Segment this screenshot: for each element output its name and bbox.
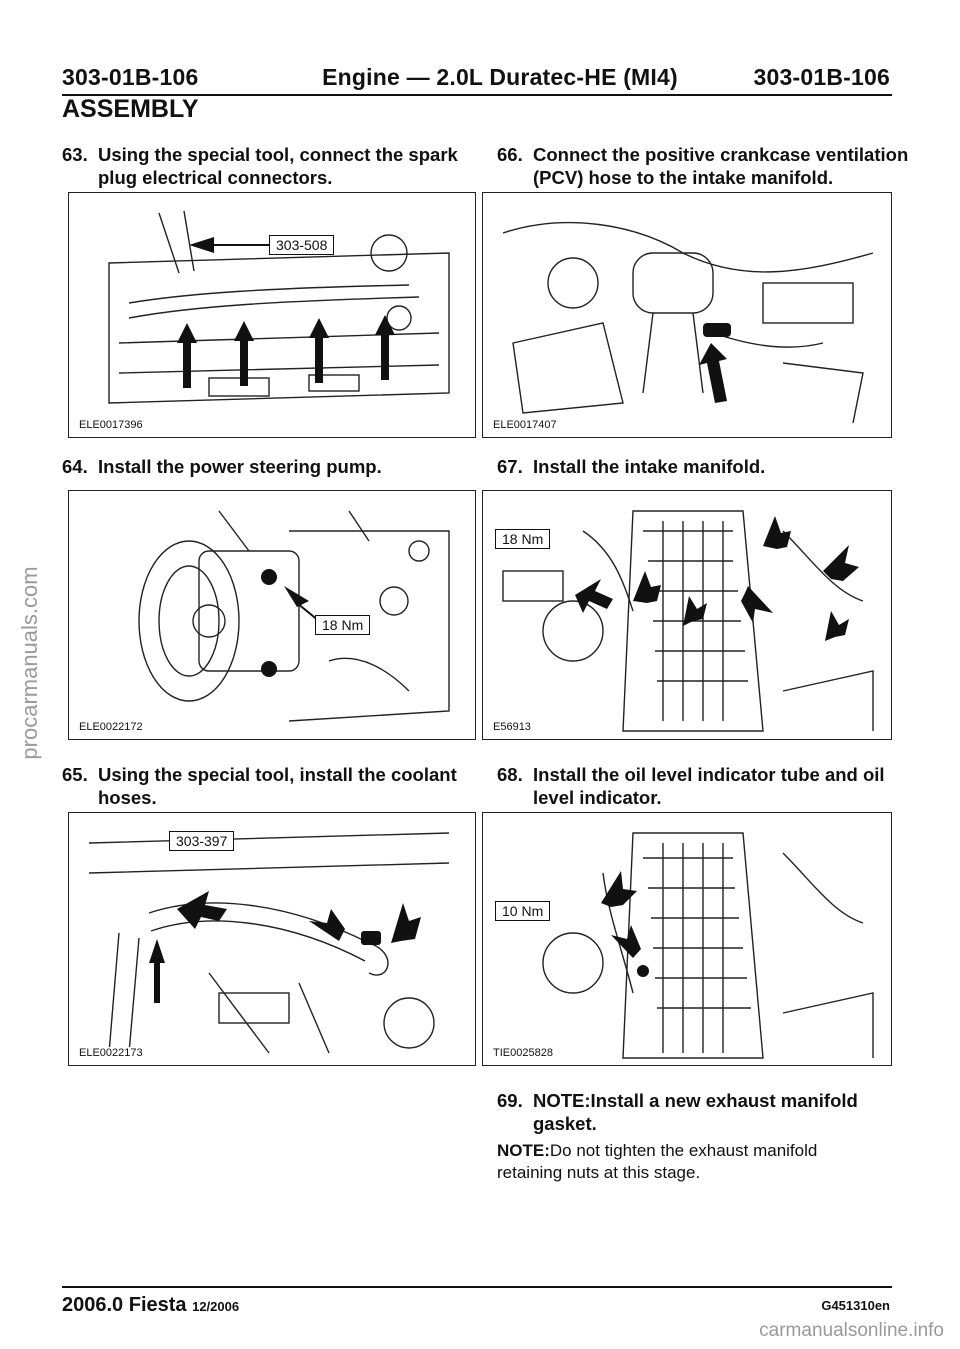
header-rule <box>62 94 892 96</box>
step-line: plug electrical connectors. <box>98 167 333 188</box>
tool-callout: 303-508 <box>269 235 335 255</box>
footer-date: 12/2006 <box>192 1299 240 1314</box>
step-number: 65. <box>62 764 88 785</box>
side-watermark: procarmanuals.com <box>17 566 42 760</box>
figure-id: ELE0017407 <box>491 419 559 431</box>
footer-rule <box>62 1286 892 1288</box>
engine-illustration <box>502 510 874 732</box>
figure-id: ELE0017396 <box>77 419 145 431</box>
engine-illustration <box>88 832 450 1054</box>
step-67-text: 67. Install the intake manifold. <box>497 455 917 478</box>
step-number: 64. <box>62 456 88 477</box>
footer-model-name: 2006.0 Fiesta <box>62 1294 187 1316</box>
step-line: NOTE:Install a new exhaust manifold <box>533 1090 858 1111</box>
section-title: ASSEMBLY <box>62 95 199 123</box>
step-line: (PCV) hose to the intake manifold. <box>533 167 834 188</box>
header-page-number-left: 303-01B-106 <box>62 64 199 90</box>
note-text: retaining nuts at this stage. <box>497 1163 701 1182</box>
bottom-watermark: carmanualsonline.info <box>759 1320 944 1341</box>
step-line: Install the power steering pump. <box>98 456 382 477</box>
engine-illustration <box>108 210 450 404</box>
step-line: Using the special tool, install the cool… <box>98 764 457 785</box>
figure-id: E56913 <box>491 721 533 733</box>
engine-illustration <box>542 832 874 1059</box>
note-block: NOTE:Do not tighten the exhaust manifold… <box>497 1140 917 1184</box>
footer-code: G451310en <box>821 1298 890 1313</box>
footer-model: 2006.0 Fiesta 12/2006 <box>62 1294 239 1317</box>
figure-id: ELE0022172 <box>77 721 145 733</box>
step-line: level indicator. <box>533 787 662 808</box>
engine-illustration <box>502 221 874 424</box>
figure-coolant-hoses: 303-397 ELE0022173 <box>68 812 476 1066</box>
engine-illustration <box>138 510 450 722</box>
torque-callout: 10 Nm <box>495 901 551 921</box>
step-65-text: 65. Using the special tool, install the c… <box>62 763 482 809</box>
step-line: Install the intake manifold. <box>533 456 766 477</box>
header-page-number-right: 303-01B-106 <box>753 64 890 90</box>
tool-callout: 303-397 <box>169 831 235 851</box>
step-68-text: 68. Install the oil level indicator tube … <box>497 763 917 809</box>
step-number: 66. <box>497 144 523 165</box>
figure-intake-manifold: 18 Nm E56913 <box>482 490 892 740</box>
figure-id: ELE0022173 <box>77 1047 145 1059</box>
step-line: gasket. <box>533 1113 597 1134</box>
note-label: NOTE: <box>497 1141 550 1160</box>
step-69-text: 69. NOTE:Install a new exhaust manifold g… <box>497 1089 917 1135</box>
step-line: Install the oil level indicator tube and… <box>533 764 885 785</box>
step-line: Using the special tool, connect the spar… <box>98 144 458 165</box>
figure-power-steering-pump: 18 Nm ELE0022172 <box>68 490 476 740</box>
step-66-text: 66. Connect the positive crankcase ventil… <box>497 143 917 189</box>
step-line: hoses. <box>98 787 157 808</box>
figure-oil-level-indicator: 10 Nm TIE0025828 <box>482 812 892 1066</box>
step-number: 68. <box>497 764 523 785</box>
header-title: Engine — 2.0L Duratec-HE (MI4) <box>322 64 678 90</box>
step-64-text: 64. Install the power steering pump. <box>62 455 472 478</box>
torque-callout: 18 Nm <box>495 529 551 549</box>
note-text: Do not tighten the exhaust manifold <box>549 1141 818 1160</box>
step-63-text: 63. Using the special tool, connect the s… <box>62 143 472 189</box>
step-number: 69. <box>497 1090 523 1111</box>
figure-spark-plug-connectors: 303-508 ELE0017396 <box>68 192 476 438</box>
figure-pcv-hose: ELE0017407 <box>482 192 892 438</box>
figure-id: TIE0025828 <box>491 1047 555 1059</box>
step-number: 67. <box>497 456 523 477</box>
torque-callout: 18 Nm <box>315 615 371 635</box>
step-number: 63. <box>62 144 88 165</box>
step-line: Connect the positive crankcase ventilati… <box>533 144 909 165</box>
